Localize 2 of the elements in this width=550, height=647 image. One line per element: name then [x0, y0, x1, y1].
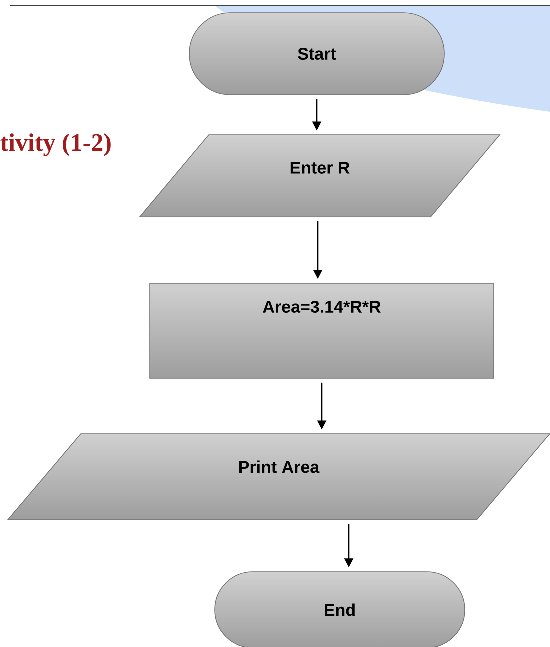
heading-fragment: tivity (1-2) — [0, 134, 111, 156]
process-box: Area=3.14*R*R — [150, 283, 494, 379]
